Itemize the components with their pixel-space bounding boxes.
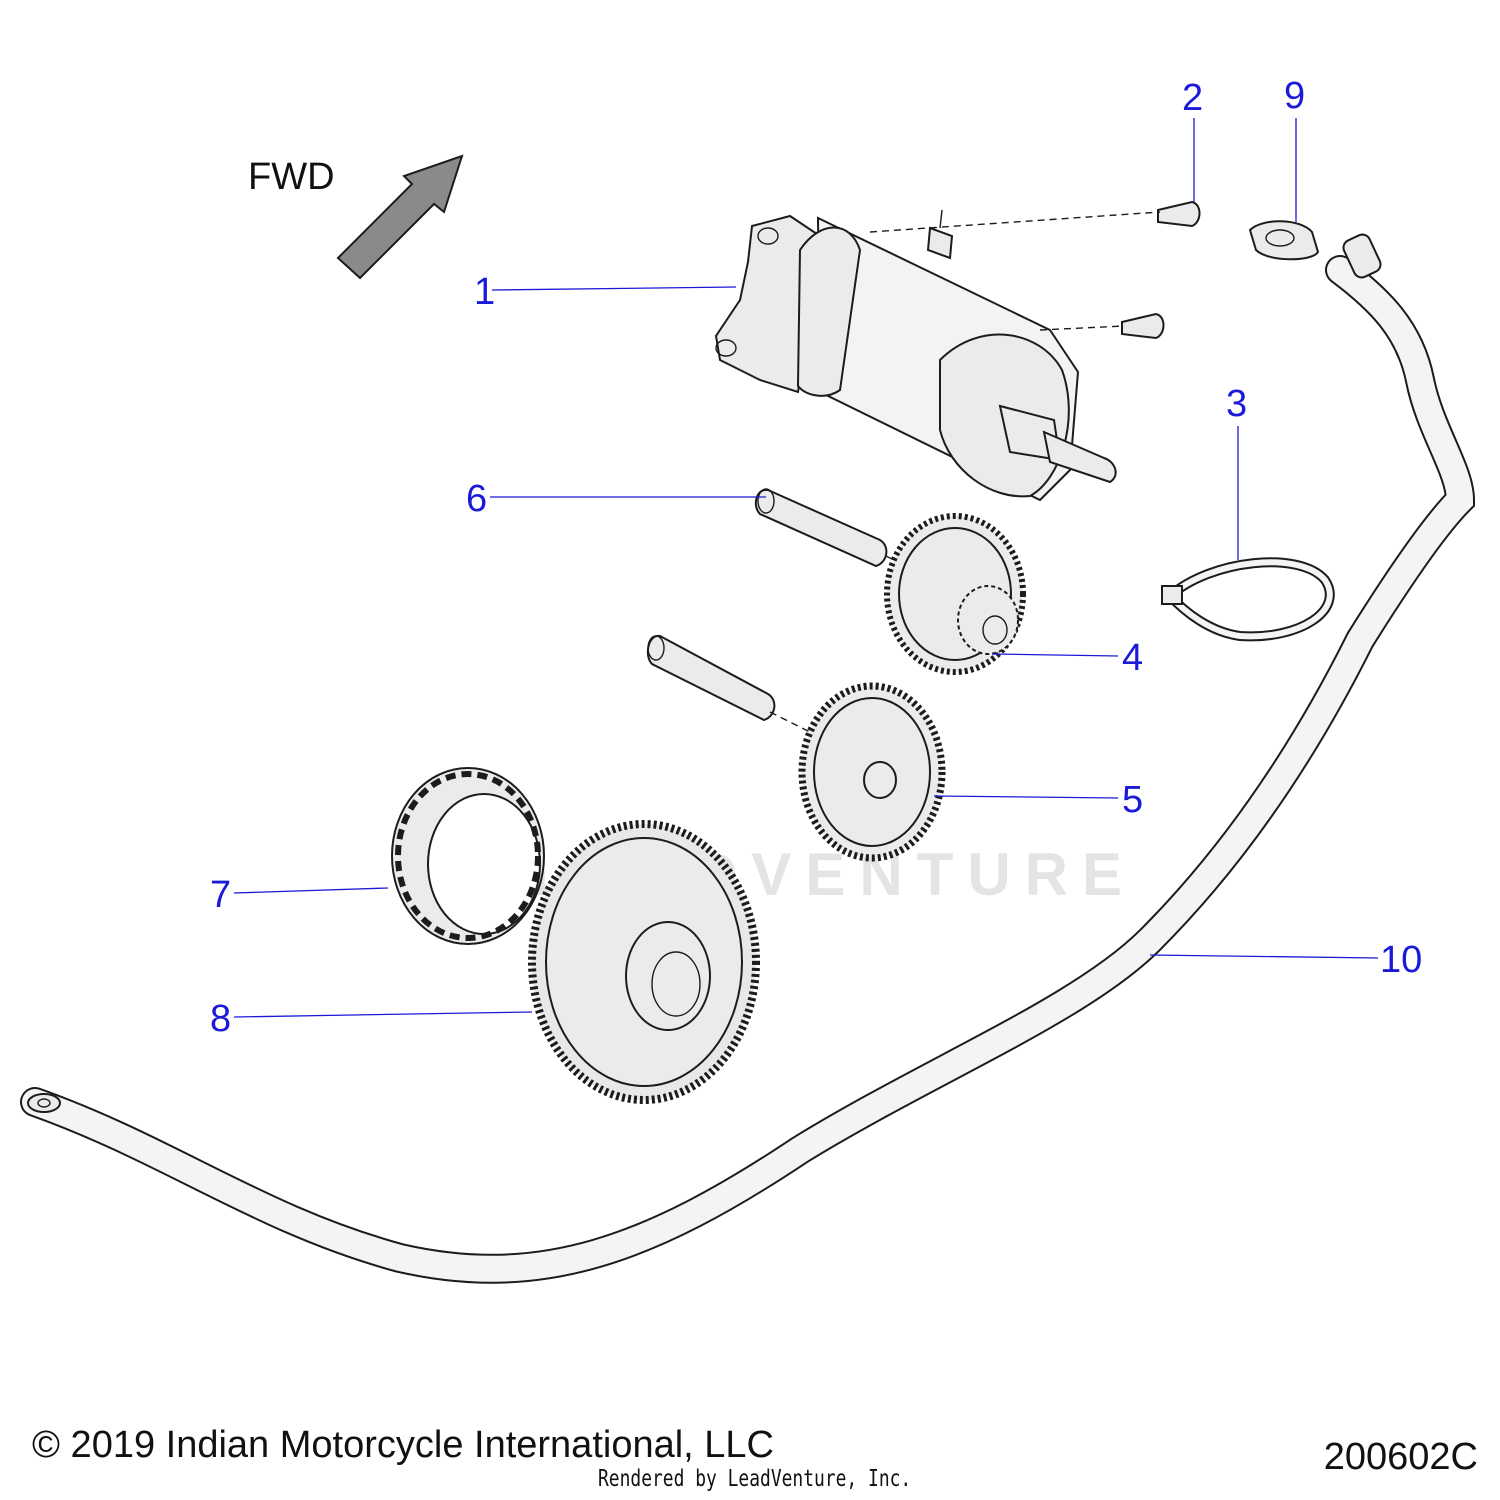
leader-8 (233, 1011, 533, 1018)
rendered-by-text: Rendered by LeadVenture, Inc. (598, 1466, 912, 1492)
pin-part-6b (646, 634, 776, 722)
starter-motor-part-1 (714, 209, 1117, 502)
gear-part-8 (528, 820, 760, 1104)
leader-4 (991, 653, 1119, 657)
callout-4: 4 (1122, 637, 1143, 679)
callout-7: 7 (210, 874, 231, 916)
cable-tie-part-3 (1161, 557, 1335, 642)
copyright-text: © 2019 Indian Motorcycle International, … (32, 1424, 774, 1466)
callout-5: 5 (1122, 779, 1143, 821)
bolt-part-2 (1121, 200, 1201, 340)
callout-2: 2 (1182, 77, 1203, 119)
fwd-arrow-icon (336, 154, 464, 280)
callout-8: 8 (210, 998, 231, 1040)
gear-part-4 (884, 513, 1026, 675)
fwd-label: FWD (248, 156, 335, 198)
callout-3: 3 (1226, 383, 1247, 425)
gear-part-5 (798, 682, 946, 862)
callout-6: 6 (466, 478, 487, 520)
cable-part-10 (20, 255, 1476, 1284)
callout-1: 1 (474, 271, 495, 313)
clutch-part-7 (391, 767, 545, 945)
terminal-part-9 (1248, 220, 1382, 279)
callout-10: 10 (1380, 939, 1422, 981)
callout-9: 9 (1284, 75, 1305, 117)
pin-part-6 (754, 488, 888, 568)
leader-1 (491, 286, 737, 291)
leader-10 (1149, 954, 1379, 959)
leader-7 (233, 887, 389, 894)
leader-5 (933, 795, 1119, 799)
diagram-code: 200602C (1323, 1436, 1478, 1478)
